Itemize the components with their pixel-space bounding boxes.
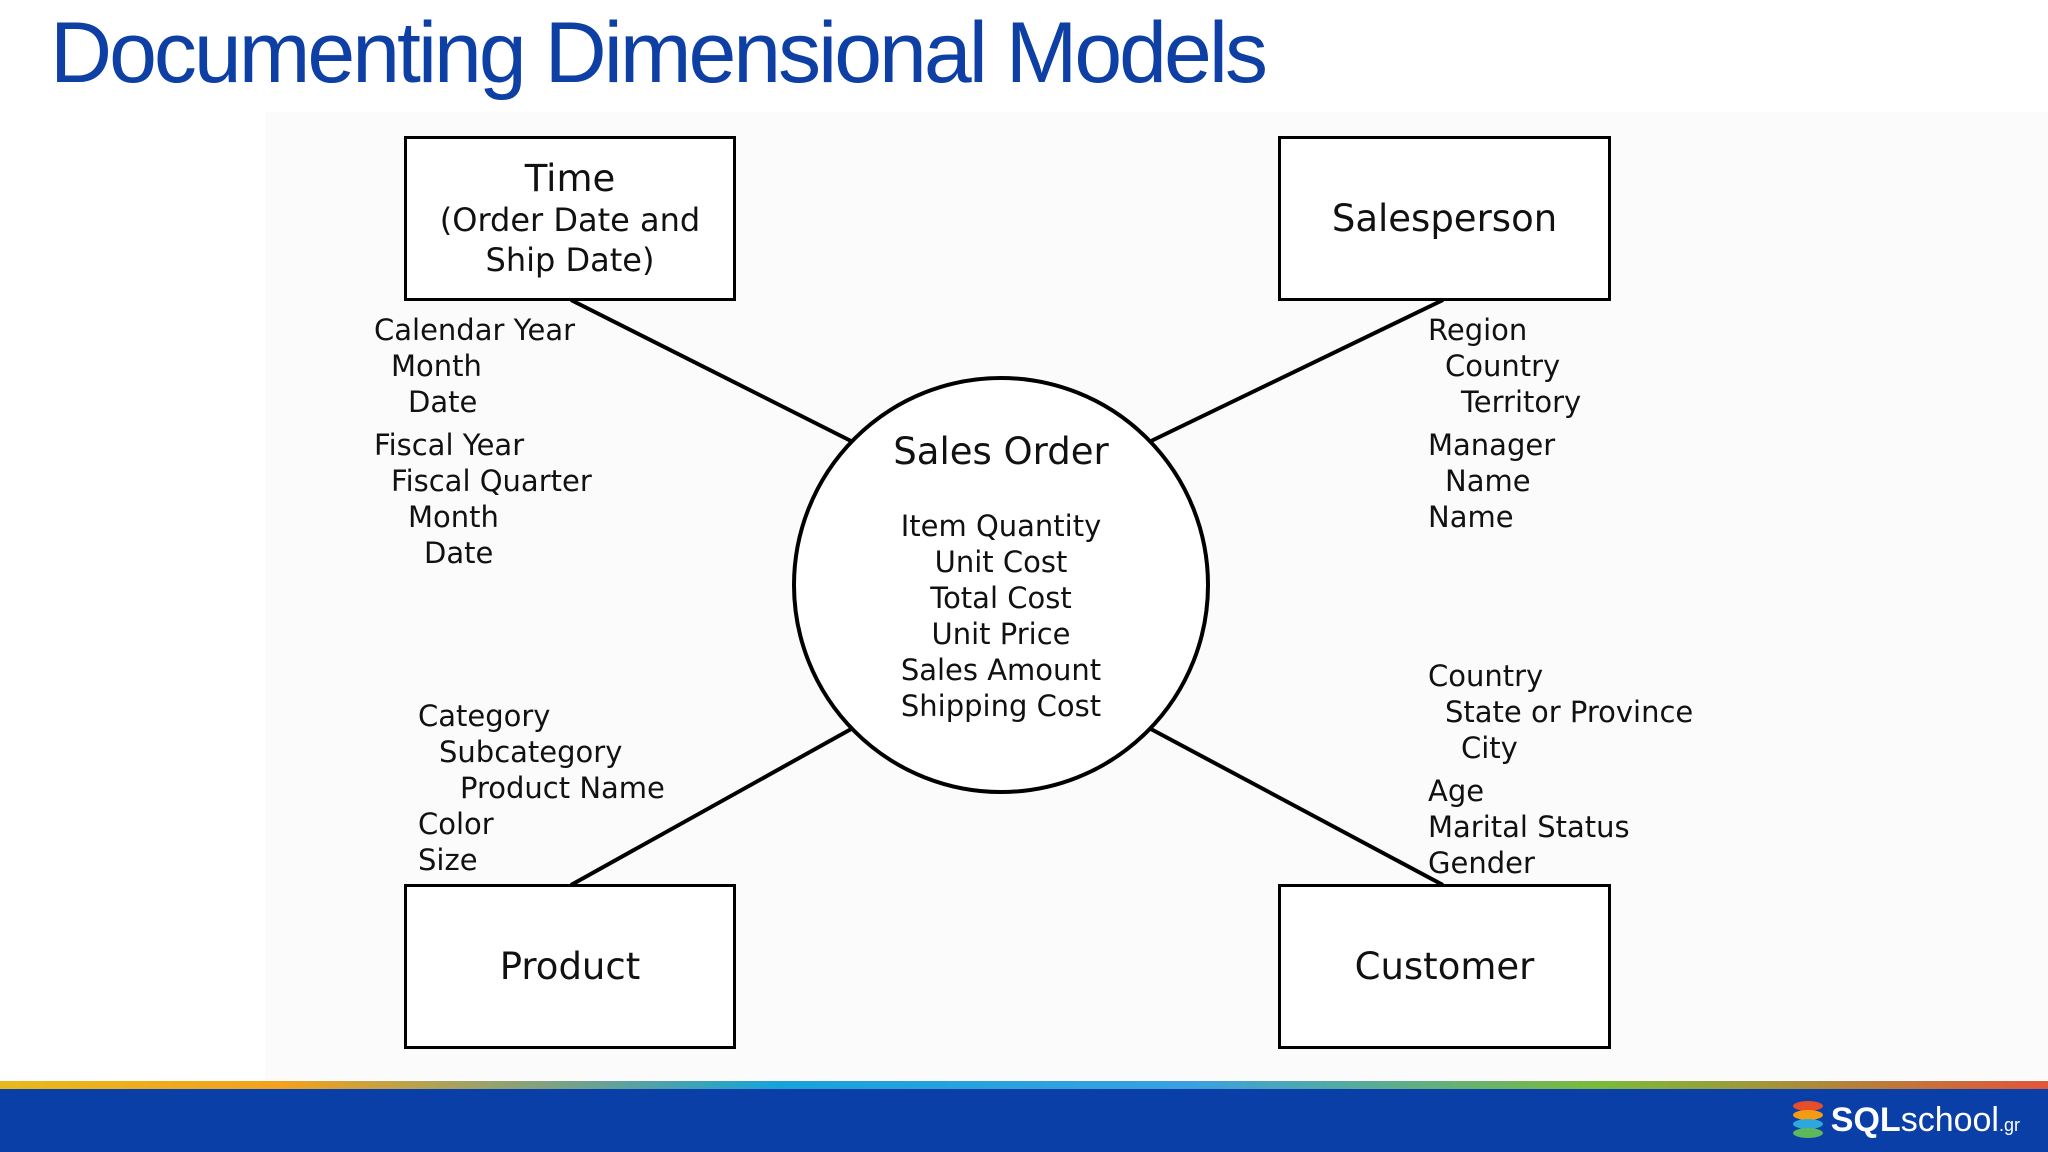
customer-attribute: Marital Status — [1428, 810, 1630, 844]
fact-measure: Shipping Cost — [900, 689, 1102, 723]
fact-measure: Unit Cost — [934, 545, 1068, 579]
customer-attribute: State or Province — [1445, 695, 1694, 729]
product-attribute: Color — [418, 807, 494, 841]
fact-sales-order: Sales Order Item Quantity Unit Cost Tota… — [851, 430, 1151, 724]
fact-measure: Unit Price — [931, 617, 1071, 651]
dimension-subtitle: Ship Date) — [485, 240, 655, 279]
salesperson-attribute: Name — [1428, 500, 1514, 534]
salesperson-attribute: Name — [1445, 464, 1531, 498]
time-attribute: Month — [391, 349, 482, 383]
connector-salesperson — [1148, 298, 1444, 444]
logo-text-bold: SQL — [1830, 1100, 1901, 1139]
fact-title: Sales Order — [893, 430, 1109, 473]
customer-attribute: City — [1461, 731, 1518, 765]
dimension-salesperson-box: Salesperson — [1278, 136, 1611, 301]
dimension-title: Customer — [1354, 944, 1535, 988]
fact-circle — [792, 376, 1210, 794]
salesperson-attribute: Territory — [1461, 385, 1582, 419]
time-attribute: Fiscal Quarter — [391, 464, 592, 498]
fact-measure: Item Quantity — [900, 509, 1102, 543]
time-attribute: Month — [408, 500, 499, 534]
time-attribute: Fiscal Year — [374, 428, 525, 462]
fact-measure: Total Cost — [930, 581, 1072, 615]
dimension-subtitle: (Order Date and — [439, 200, 701, 239]
salesperson-attribute: Region — [1428, 313, 1528, 347]
product-attribute: Subcategory — [439, 735, 623, 769]
logo-text: SQLschool.gr — [1831, 1101, 2020, 1140]
dimension-customer-box: Customer — [1278, 884, 1611, 1049]
time-attribute: Date — [408, 385, 478, 419]
dimension-title: Product — [499, 944, 641, 988]
dimension-title: Time — [524, 156, 616, 200]
product-attribute: Size — [418, 843, 478, 877]
dimension-time-box: Time (Order Date and Ship Date) — [404, 136, 736, 301]
database-stack-icon — [1792, 1101, 1823, 1139]
product-attribute: Category — [418, 699, 551, 733]
footer-bar — [0, 1089, 2048, 1152]
connector-time — [570, 298, 854, 444]
customer-attribute: Gender — [1428, 846, 1535, 880]
slide-title: Documenting Dimensional Models — [50, 5, 1268, 101]
customer-attribute: Age — [1428, 774, 1485, 808]
time-attribute: Calendar Year — [374, 313, 576, 347]
logo-text-light: school — [1900, 1100, 1999, 1139]
customer-attribute: Country — [1428, 659, 1544, 693]
product-attribute: Product Name — [460, 771, 665, 805]
fact-measure: Sales Amount — [900, 653, 1102, 687]
sqlschool-logo: SQLschool.gr — [1792, 1099, 2020, 1141]
time-attribute: Date — [424, 536, 494, 570]
logo-suffix: .gr — [1998, 1114, 2020, 1135]
salesperson-attribute: Country — [1445, 349, 1561, 383]
footer-color-stripe — [0, 1081, 2048, 1089]
connector-product — [570, 726, 854, 887]
dimension-title: Salesperson — [1331, 196, 1558, 240]
salesperson-attribute: Manager — [1428, 428, 1556, 462]
dimension-product-box: Product — [404, 884, 736, 1049]
connector-customer — [1148, 726, 1444, 887]
